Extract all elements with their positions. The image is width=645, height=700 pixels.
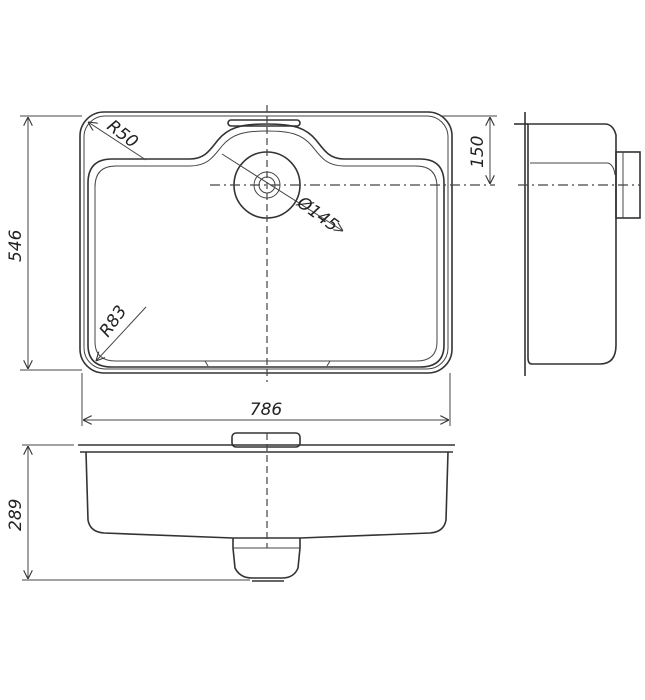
top-view: R50 Ø145 R83 546 150 786 [6,105,497,426]
drain-offset-label: 150 [468,136,488,168]
r83-label: R83 [96,302,132,341]
r83-leader [96,306,147,361]
front-view: 289 [6,432,455,582]
r50-label: R50 [103,116,142,152]
front-overflow-handle [231,432,301,448]
length-label: 546 [6,229,26,262]
side-view [514,112,641,376]
side-inner-curve [607,162,616,176]
sink-rim-inner-edge [83,115,449,370]
overflow-slot [227,119,301,127]
depth-label: 289 [6,499,26,531]
bowl-drain-groove [204,360,331,367]
sink-outer-rim [79,111,453,374]
drain-diameter-label: Ø145 [292,192,342,236]
r50-leader [88,122,147,161]
width-label: 786 [250,400,283,420]
drain-diameter-leader [221,153,343,231]
bowl-outline [87,123,445,368]
side-bowl-outline [527,123,617,365]
front-drain-body [232,538,301,579]
bowl-inner-outline [94,130,438,362]
